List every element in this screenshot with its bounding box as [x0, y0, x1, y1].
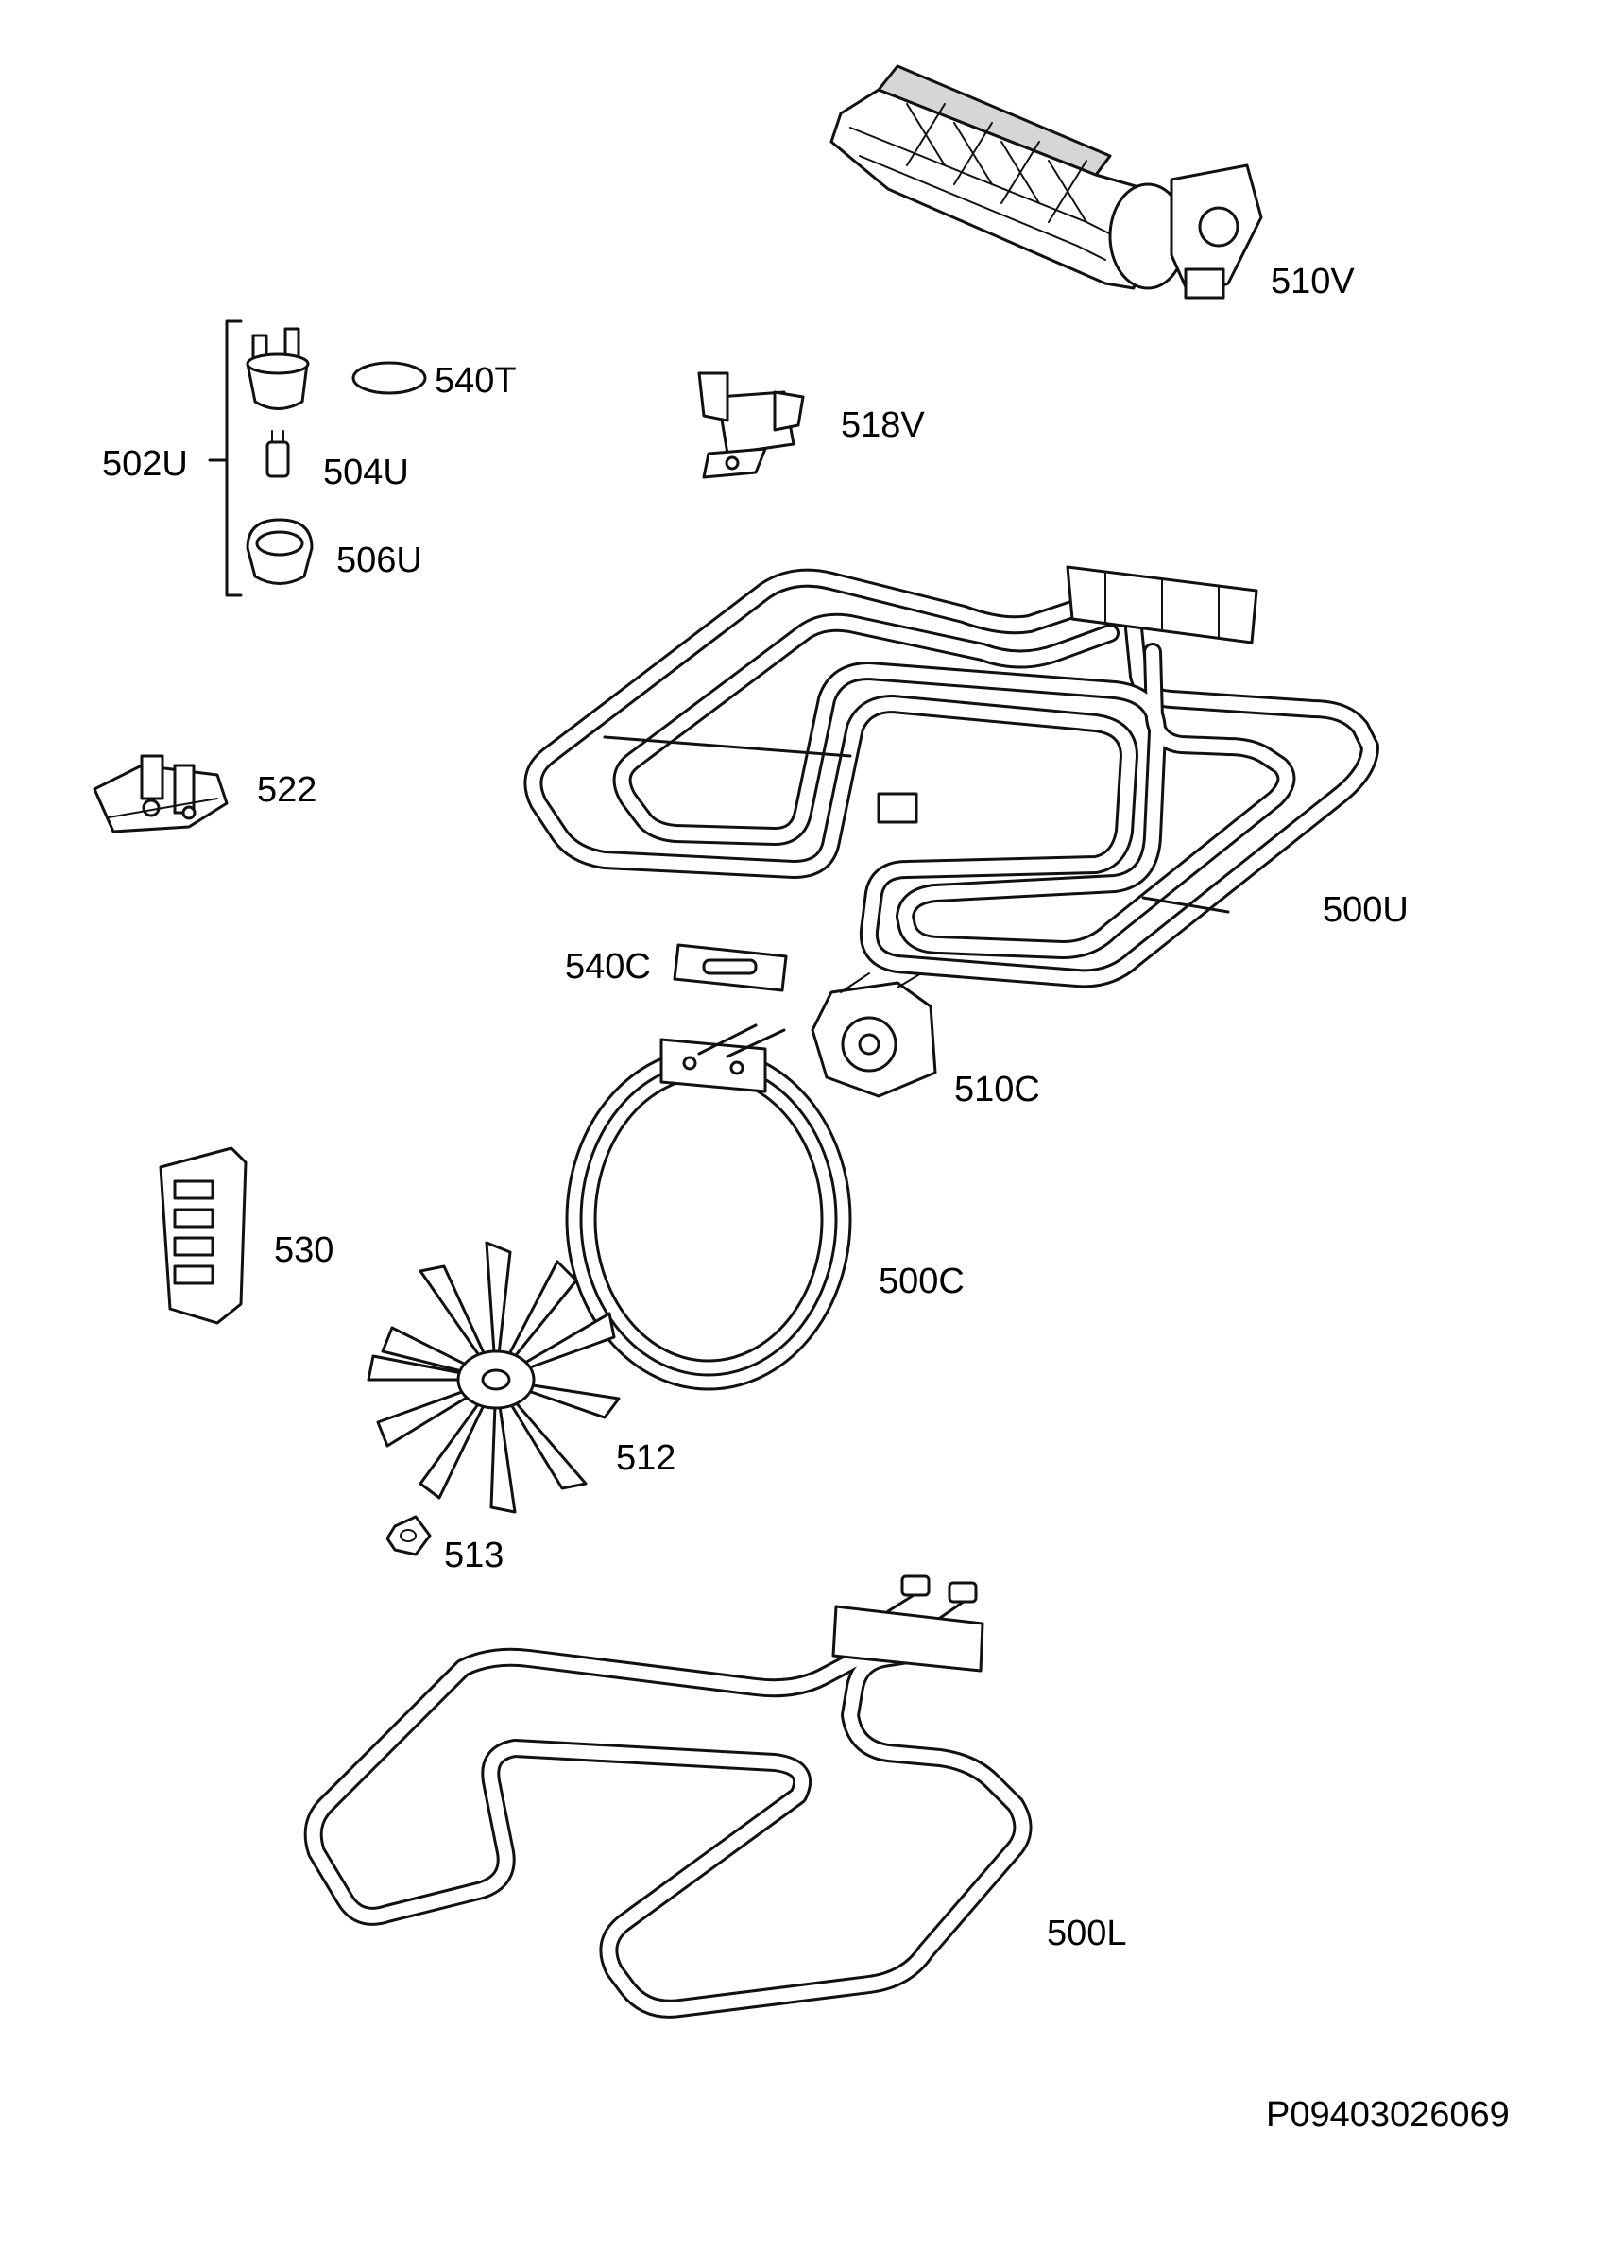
part-540T-gasket [351, 361, 427, 395]
part-530-terminal-block [159, 1146, 248, 1325]
label-510C: 510C [954, 1070, 1040, 1109]
label-510V: 510V [1271, 262, 1355, 301]
part-510C-fan-motor [811, 972, 937, 1098]
part-518V-thermostat [697, 371, 805, 479]
label-522: 522 [257, 770, 316, 810]
reference-number: P09403026069 [1266, 2095, 1510, 2135]
label-500U: 500U [1323, 890, 1409, 930]
label-513: 513 [444, 1536, 504, 1575]
label-540T: 540T [435, 361, 517, 401]
label-540C: 540C [565, 947, 651, 987]
label-530: 530 [274, 1230, 333, 1270]
part-500C-circular-element [565, 1023, 852, 1391]
part-506U-lamp-cover [246, 518, 314, 585]
part-510V-tangential-fan [829, 64, 1263, 300]
part-500L-bottom-element [303, 1574, 1033, 2019]
label-500L: 500L [1047, 1914, 1127, 1953]
part-500U-grill-element [523, 565, 1379, 988]
part-504U-bulb [265, 430, 290, 478]
part-540C-gasket [673, 943, 788, 992]
label-500C: 500C [879, 1262, 965, 1301]
part-522-clip [93, 754, 229, 833]
label-504U: 504U [323, 453, 409, 492]
label-506U: 506U [336, 541, 422, 580]
part-512-fan-blade [367, 1241, 621, 1514]
label-512: 512 [616, 1438, 675, 1478]
label-518V: 518V [841, 405, 925, 445]
group-bracket-502U [225, 319, 243, 597]
part-502U-lamp-housing [246, 327, 310, 410]
label-502U: 502U [102, 444, 188, 484]
part-513-nut [385, 1515, 432, 1556]
